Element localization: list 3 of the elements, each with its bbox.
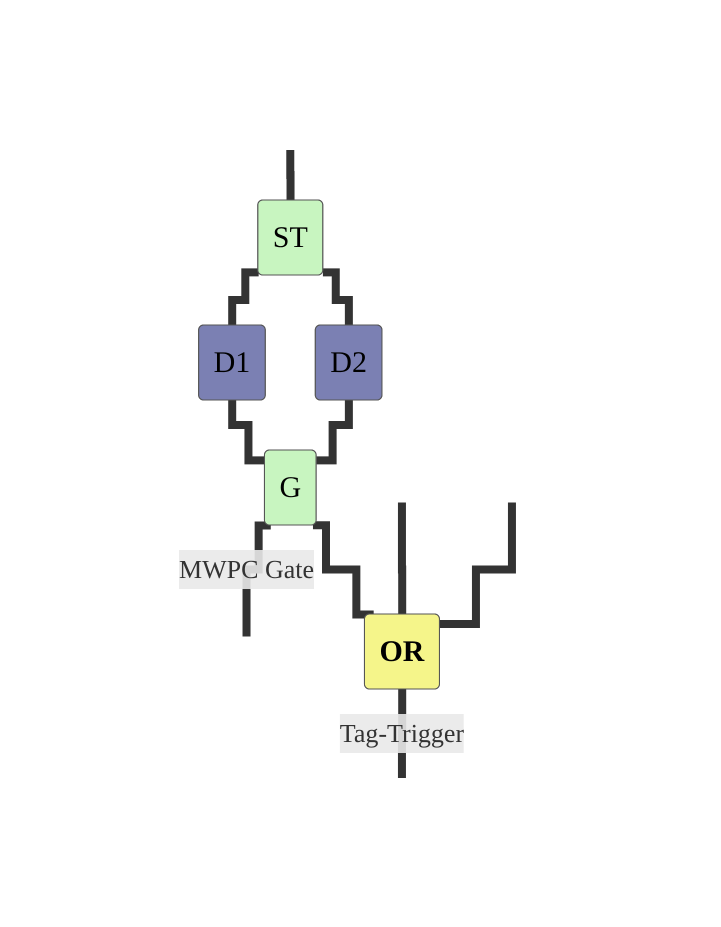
edge-label: MWPC Gate: [179, 554, 314, 584]
edge-label: Tag-Trigger: [340, 718, 464, 748]
connector: [312, 520, 374, 618]
